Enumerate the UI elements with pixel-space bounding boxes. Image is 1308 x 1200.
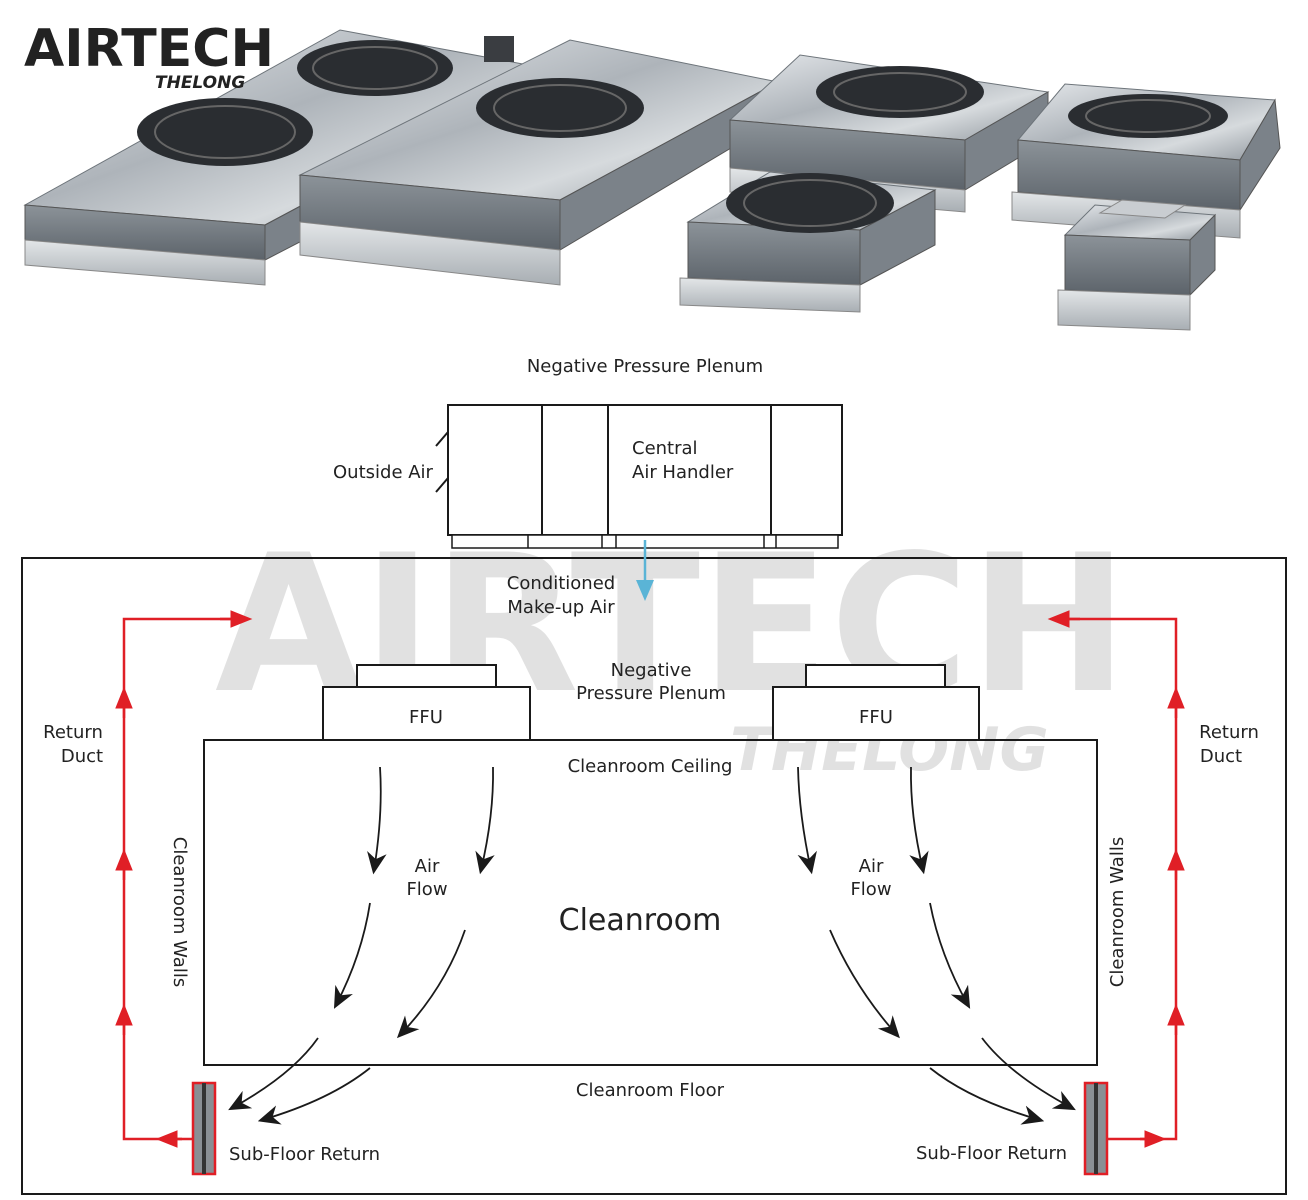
air-handler-label-line1: Central: [632, 438, 698, 459]
ceiling-label: Cleanroom Ceiling: [568, 756, 733, 777]
airflow-arrow: [797, 766, 817, 875]
logo-subtitle: THELONG: [155, 73, 245, 93]
return-duct-left-line1: Return: [43, 722, 103, 743]
building-outline: [21, 557, 1287, 1195]
makeup-air-label-line1: Conditioned: [507, 573, 615, 594]
ffu-unit-compact: [1057, 199, 1217, 331]
return-duct-left: [115, 610, 253, 1148]
top-plenum-label: Negative Pressure Plenum: [527, 356, 763, 377]
central-air-handler: [435, 404, 843, 549]
inner-plenum-label-line1: Negative: [611, 660, 692, 681]
cleanroom-box: [203, 739, 1098, 1066]
airflow-arrows-right: [797, 766, 1076, 1125]
air-handler-label-line2: Air Handler: [632, 462, 734, 483]
airflow-arrow: [909, 766, 929, 875]
ffu-unit-medium-back: [728, 54, 1050, 213]
return-duct-right: [1047, 610, 1185, 1148]
inner-plenum-label-line2: Pressure Plenum: [576, 683, 726, 704]
airflow-arrow: [257, 1067, 371, 1125]
logo-wordmark: AIRTECH: [24, 19, 274, 79]
airtech-logo: AIRTECH THELONG: [24, 19, 274, 93]
airflow-right-label-line1: Air: [859, 856, 884, 877]
subfloor-grille-left: [191, 1081, 217, 1176]
airflow-arrow: [981, 1037, 1076, 1111]
airflow-arrow: [228, 1037, 319, 1111]
airflow-arrow: [396, 929, 466, 1039]
airflow-arrow: [475, 766, 495, 875]
return-duct-left-line2: Duct: [61, 746, 103, 767]
floor-label: Cleanroom Floor: [576, 1080, 725, 1101]
outside-air-label: Outside Air: [333, 462, 434, 483]
ffu-left: [322, 664, 531, 741]
return-duct-right-line2: Duct: [1200, 746, 1242, 767]
cleanroom-label: Cleanroom: [559, 903, 722, 938]
subfloor-right-label: Sub-Floor Return: [916, 1143, 1067, 1164]
return-duct-right-line1: Return: [1199, 722, 1259, 743]
airflow-arrow: [829, 929, 900, 1039]
makeup-air-arrow: [636, 540, 654, 601]
subfloor-left-label: Sub-Floor Return: [229, 1144, 380, 1165]
ffu-right: [772, 664, 980, 741]
airflow-arrows-left: [228, 766, 495, 1125]
airflow-arrow: [333, 902, 371, 1009]
airflow-arrow: [367, 766, 387, 875]
airflow-arrow: [929, 1067, 1045, 1125]
subfloor-grille-right: [1083, 1081, 1109, 1176]
ffu-unit-small-front: [679, 171, 937, 313]
ffu-product-illustration: [23, 29, 1281, 331]
airflow-left-label-line1: Air: [415, 856, 440, 877]
airflow-left-label-line2: Flow: [406, 879, 447, 900]
watermark: AIRTECH THELONG: [215, 514, 1128, 785]
ffu-right-label: FFU: [859, 707, 893, 728]
airflow-arrow: [929, 902, 971, 1009]
walls-left-label: Cleanroom Walls: [169, 837, 190, 987]
airflow-right-label-line2: Flow: [850, 879, 891, 900]
walls-right-label: Cleanroom Walls: [1107, 837, 1128, 987]
ffu-left-label: FFU: [409, 707, 443, 728]
makeup-air-label-line2: Make-up Air: [507, 597, 615, 618]
